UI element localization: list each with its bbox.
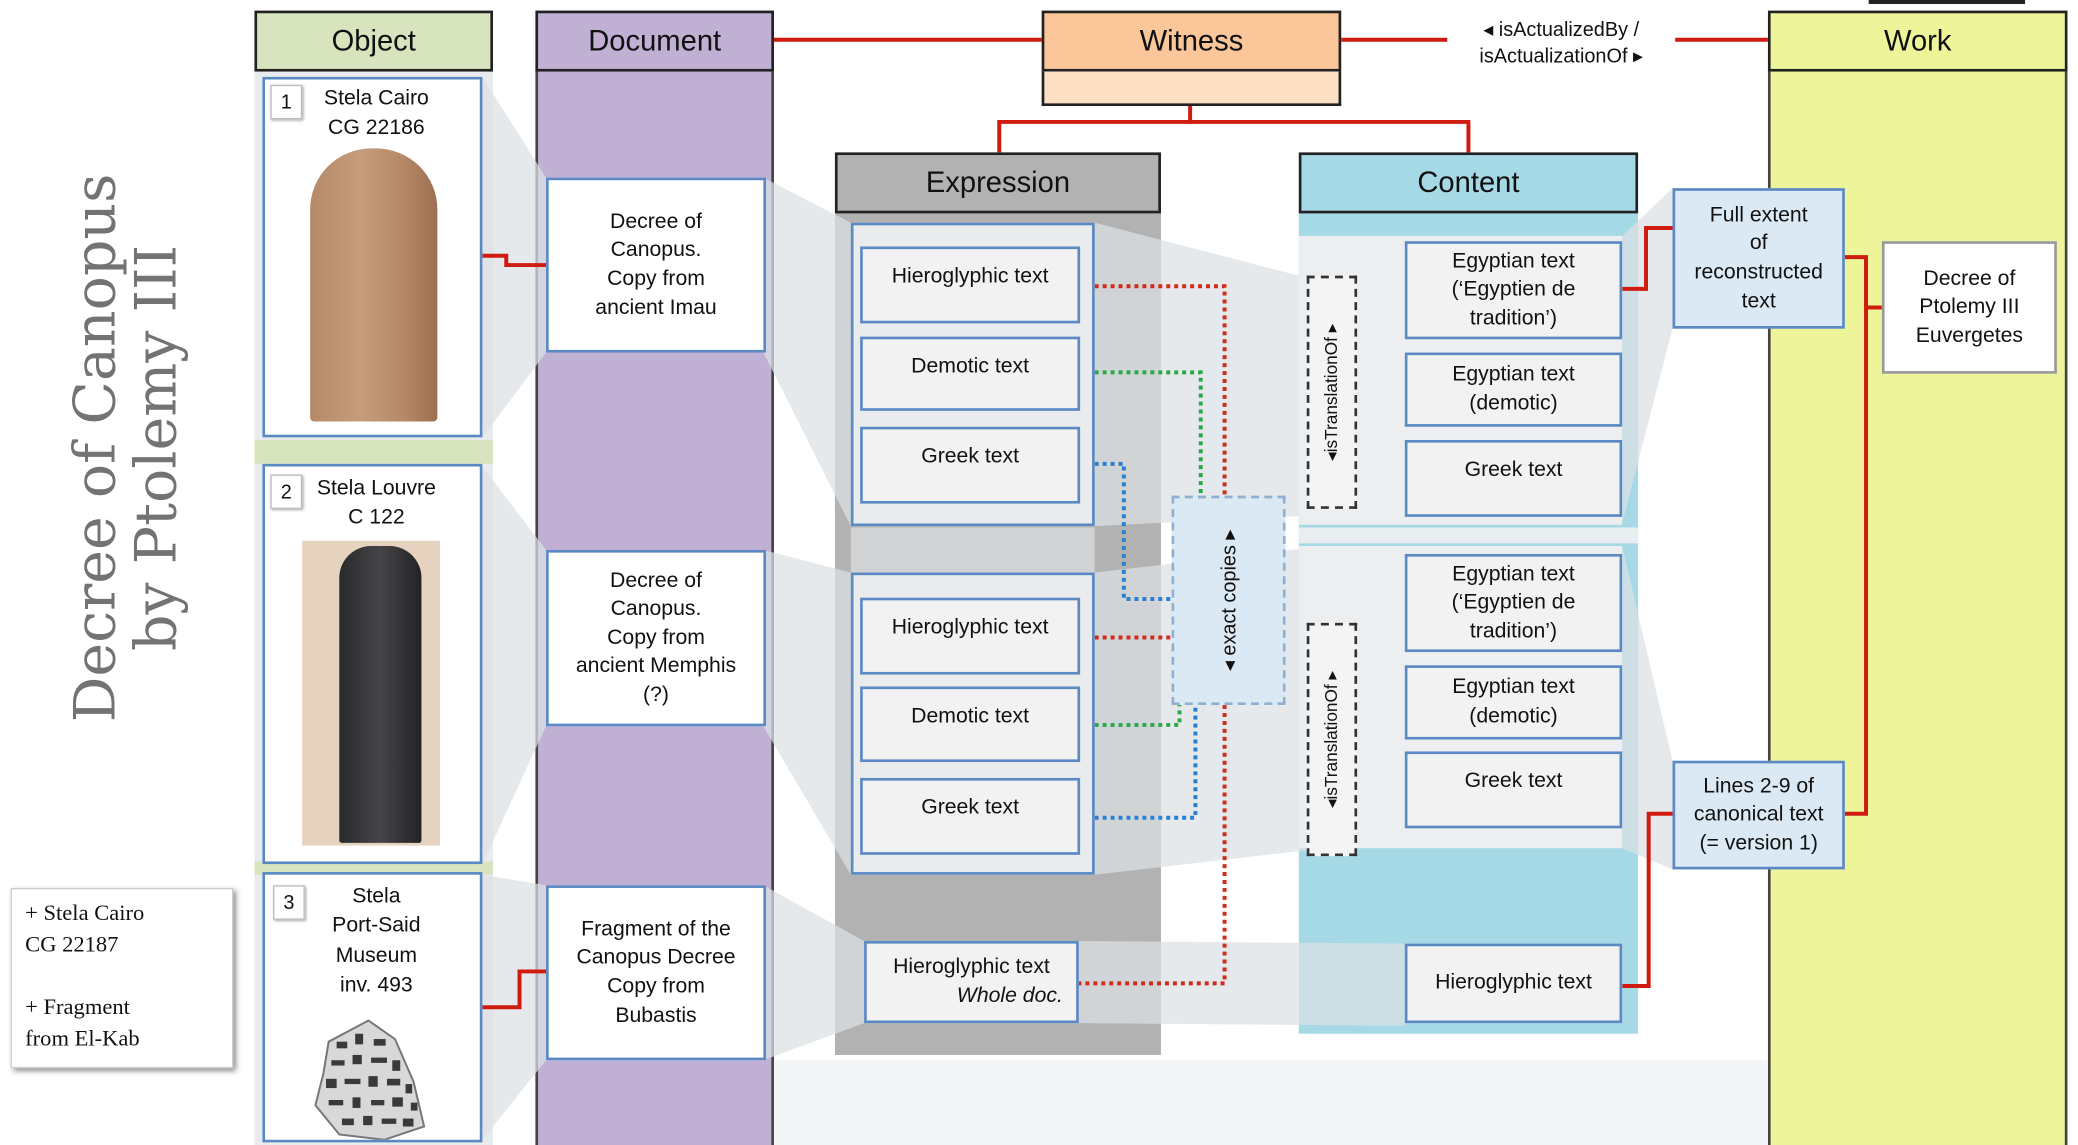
object-divider-2 [254,861,494,875]
ribbon-document-expression-3 [763,885,865,1061]
link-lines-work [1844,257,1869,816]
object-label-3: Stela Port-Said Museum inv. 493 [332,885,421,997]
object-number-1: 1 [270,84,303,120]
dotted-greek-copies [1078,461,1172,602]
object-divider-1 [254,439,494,464]
link-object1-document1 [482,253,547,268]
bottom-band [773,1060,1768,1145]
relation-actualized: ◂ isActualizedBy / isActualizationOf ▸ [1447,17,1676,69]
dotted-greek2-copies [1078,702,1198,820]
link-content-fullextent [1622,225,1673,291]
object-label-1: Stela Cairo CG 22186 [323,87,429,140]
lines-canonical-box: Lines 2-9 of canonical text (= version 1… [1672,760,1845,870]
ribbon-object-document-1 [482,76,547,438]
exact-copies-label: ◂ exact copies ▸ [1171,495,1286,706]
object-number-3: 3 [273,885,305,920]
header-object: Object [254,10,494,72]
ribbon-document-expression-1 [763,177,851,527]
expression-hieroglyphic-2: Hieroglyphic text [860,597,1081,675]
ribbon-document-expression-2 [763,549,851,875]
side-note: + Stela Cairo CG 22187 + Fragment from E… [10,887,234,1069]
translation-label-2: ◂isTranslationOf ▸ [1306,622,1358,857]
full-extent-box: Full extent of reconstructed text [1672,188,1845,329]
expression-demotic-1: Demotic text [860,336,1081,411]
header-document: Document [535,10,774,72]
link-object3-document3 [482,969,547,1010]
content-egyptian-tradition-1: Egyptian text (‘Egyptien de tradition’) [1404,241,1623,340]
dotted-demotic2-copies [1078,702,1182,727]
stela-portsaid-image [314,1019,426,1140]
link-fullextent-work [1844,255,1882,310]
stela-cairo-image [310,148,438,422]
dotted-demotic-copies [1078,370,1203,496]
ribbon-content-work-1 [1622,188,1673,524]
header-work: Work [1767,10,2068,72]
document-box-3: Fragment of the Canopus Decree Copy from… [546,885,767,1061]
header-content: Content [1298,152,1639,214]
ribbon-expression-content-1 [1094,222,1419,527]
ribbon-expression-content-3 [1078,940,1405,1026]
content-egyptian-tradition-2: Egyptian text (‘Egyptien de tradition’) [1404,553,1623,653]
stela-louvre-image [339,546,422,843]
expression-demotic-2: Demotic text [860,686,1081,763]
link-witness-expression [997,106,1193,153]
ribbon-object-document-2 [482,466,547,865]
document-box-1: Decree of Canopus. Copy from ancient Ima… [546,177,767,353]
content-hieroglyphic-3: Hieroglyphic text [1404,943,1623,1024]
slide-title-wrap: Decree of Canopus by Ptolemy III [63,156,191,739]
expression-hieroglyphic-3-note: Whole doc. [956,984,1063,1008]
ribbon-content-work-2 [1622,546,1673,870]
link-content3-lines [1622,811,1673,989]
header-witness: Witness [1041,10,1342,72]
content-greek-1: Greek text [1404,439,1623,517]
object-number-2: 2 [270,474,303,509]
work-title-box: Decree of Ptolemy III Euvergetes [1881,241,2057,374]
translation-label-1: ◂isTranslationOf ▸ [1306,275,1358,509]
top-right-mark [1868,0,2026,4]
expression-hieroglyphic-1: Hieroglyphic text [860,246,1081,324]
expression-hieroglyphic-3-title: Hieroglyphic text [893,956,1050,979]
expression-hieroglyphic-3: Hieroglyphic text Whole doc. [864,940,1079,1024]
witness-subbox [1041,71,1342,107]
content-egyptian-demotic-1: Egyptian text (demotic) [1404,352,1623,427]
object-label-2: Stela Louvre C 122 [316,477,436,530]
content-egyptian-demotic-2: Egyptian text (demotic) [1404,665,1623,740]
link-witness-content [1190,119,1471,153]
slide-title: Decree of Canopus by Ptolemy III [63,173,191,723]
expression-greek-1: Greek text [860,426,1081,504]
header-expression: Expression [834,152,1161,214]
expression-greek-2: Greek text [860,777,1081,855]
document-box-2: Decree of Canopus. Copy from ancient Mem… [546,549,767,727]
content-greek-2: Greek text [1404,751,1623,829]
